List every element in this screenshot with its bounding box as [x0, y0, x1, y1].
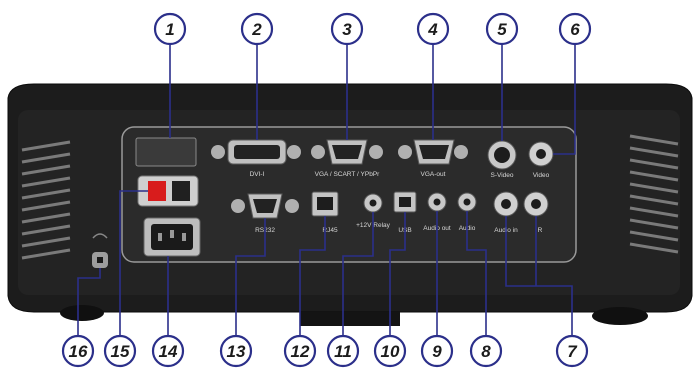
callout-11-number: 11: [334, 342, 352, 361]
callout-5: 5: [485, 12, 519, 46]
callout-10-number: 10: [381, 342, 400, 361]
callout-6: 6: [558, 12, 592, 46]
audio-in-r-label: R: [538, 227, 543, 234]
vga-out-port-label: VGA-out: [421, 171, 446, 178]
callout-6-number: 6: [570, 20, 580, 39]
reserved-slot: [135, 137, 197, 167]
leader-lines: [77, 44, 576, 336]
vga-out-port: VGA-out: [398, 139, 468, 178]
callout-14: 14: [151, 334, 185, 368]
callout-3-number: 3: [342, 20, 352, 39]
callout-4-number: 4: [427, 20, 438, 39]
callouts: 1 2 3 4 5 6 7 8: [61, 12, 592, 368]
callout-2: 2: [240, 12, 274, 46]
callout-7-number: 7: [567, 342, 578, 361]
left-vent-grille: [21, 140, 71, 260]
callout-4: 4: [416, 12, 450, 46]
callout-16-number: 16: [69, 342, 88, 361]
s-video-port: S-Video: [487, 140, 517, 179]
callout-8-number: 8: [481, 342, 491, 361]
callout-15: 15: [103, 334, 137, 368]
right-vent-grille: [629, 134, 679, 254]
rj45-port-label: RJ45: [322, 227, 338, 234]
callout-14-number: 14: [159, 342, 178, 361]
callout-9: 9: [420, 334, 454, 368]
callout-1: 1: [153, 12, 187, 46]
callout-3: 3: [330, 12, 364, 46]
callout-1-number: 1: [165, 20, 174, 39]
video-port-label: Video: [533, 172, 550, 179]
callout-13-number: 13: [227, 342, 246, 361]
callout-13: 13: [219, 334, 253, 368]
rj45-port: RJ45: [311, 191, 339, 234]
callout-11: 11: [326, 334, 360, 368]
callout-2-number: 2: [251, 20, 262, 39]
s-video-port-label: S-Video: [490, 172, 513, 179]
kensington-lock-slot: [92, 233, 108, 268]
vga-in-port-label: VGA / SCART / YPbPr: [315, 171, 381, 178]
dvi-i-port: DVI-I: [211, 139, 301, 178]
callout-7: 7: [555, 334, 589, 368]
composite-video-port: Video: [528, 141, 554, 179]
dvi-port-label: DVI-I: [250, 171, 265, 178]
callout-10: 10: [373, 334, 407, 368]
callout-8: 8: [469, 334, 503, 368]
callout-16: 16: [61, 334, 95, 368]
power-switch: [137, 175, 199, 207]
vga-in-port: VGA / SCART / YPbPr: [311, 139, 383, 178]
callout-9-number: 9: [432, 342, 442, 361]
callout-12: 12: [283, 334, 317, 368]
callout-15-number: 15: [111, 342, 130, 361]
callout-12-number: 12: [291, 342, 310, 361]
ac-power-inlet: [143, 217, 201, 257]
callout-5-number: 5: [497, 20, 507, 39]
